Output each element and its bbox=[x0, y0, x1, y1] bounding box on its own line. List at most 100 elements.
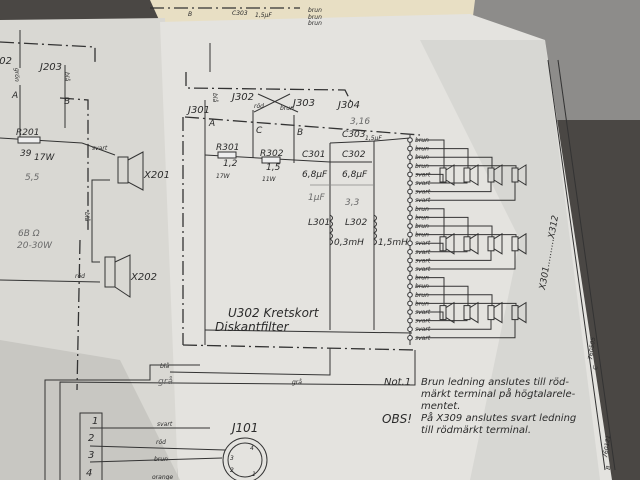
revision-letter: C bbox=[592, 364, 600, 370]
terminal-screw-icon bbox=[407, 335, 413, 341]
terminal-screw-icon bbox=[407, 300, 413, 307]
pin-label: 2 bbox=[88, 433, 94, 444]
c303-label: C303 bbox=[342, 130, 366, 140]
jack-j301-label: J301 bbox=[186, 105, 210, 116]
din-pin: 2 bbox=[230, 467, 234, 474]
revision-letter: B bbox=[605, 465, 613, 470]
wire-label: röd bbox=[156, 439, 166, 446]
l302-value: 1,5mH bbox=[378, 238, 408, 248]
pin-c-label: C bbox=[256, 126, 263, 136]
r201-value: 39 bbox=[20, 149, 32, 159]
revision-date: 760505 bbox=[587, 336, 597, 360]
obs-line: På X309 anslutes svart ledning bbox=[421, 411, 576, 424]
r302-resistor-icon bbox=[261, 156, 281, 164]
speaker-x202-label: X202 bbox=[130, 272, 157, 283]
c302-value: 6,8µF bbox=[342, 170, 368, 180]
pin-a-label: A bbox=[208, 119, 215, 129]
pin-label: 1 bbox=[92, 416, 98, 427]
terminal-screw-icon bbox=[407, 145, 413, 152]
terminal-screw-icon bbox=[407, 292, 413, 298]
handwritten-3-3: 3,3 bbox=[345, 198, 360, 208]
terminal-screw-icon bbox=[407, 257, 413, 264]
top-cap-label: C303 bbox=[232, 10, 248, 17]
wire-label: brun bbox=[154, 456, 168, 463]
top-label: brun bbox=[308, 20, 322, 27]
main-circuit: brunbrunbrunbrunsvartsvartsvartsvartbrun… bbox=[44, 43, 561, 480]
c301-value: 6,8µF bbox=[302, 170, 328, 180]
top-label: brun bbox=[308, 14, 322, 21]
wire-rod-label: röd bbox=[75, 273, 85, 280]
terminal-screw-icon bbox=[407, 180, 413, 186]
terminal-screw-icon bbox=[407, 206, 413, 212]
r301-resistor-icon bbox=[217, 151, 237, 159]
terminal-screw-icon bbox=[407, 223, 413, 229]
revision-date: 760121 bbox=[602, 435, 612, 459]
terminal-screw-icon bbox=[407, 249, 413, 255]
speaker-x202-icon bbox=[104, 254, 131, 298]
wire-label: orange bbox=[152, 474, 173, 480]
note1-label: Not.1 bbox=[384, 377, 411, 388]
pin-b-label: B bbox=[64, 97, 70, 107]
jack-j304-label: J304 bbox=[336, 100, 360, 111]
wire-bla-label: blå bbox=[160, 363, 169, 370]
top-label: brun bbox=[308, 7, 322, 14]
r301-label: R301 bbox=[216, 143, 239, 153]
obs-line: till rödmärkt terminal. bbox=[421, 425, 531, 436]
pin-b-label: B bbox=[297, 128, 303, 138]
board-subtitle: Diskantfilter bbox=[215, 320, 290, 334]
terminal-screw-icon bbox=[407, 283, 413, 290]
handwritten-ohm: 6B Ω bbox=[18, 229, 40, 239]
jack-j302-label: J302 bbox=[230, 92, 254, 103]
top-sheet: B C303 1,5µF brun brun brun bbox=[150, 7, 322, 27]
terminal-screw-icon bbox=[407, 163, 413, 169]
wire-svart-label: svart bbox=[92, 145, 108, 152]
din-pin: 1 bbox=[252, 471, 256, 478]
handwritten-gra-label: grå bbox=[158, 376, 173, 387]
j202-wire-label: grön bbox=[13, 68, 20, 82]
jack-j202-label: J202 bbox=[0, 56, 12, 67]
j101-label: J101 bbox=[230, 421, 258, 435]
j303-wire-label: brun bbox=[280, 105, 294, 112]
r201-label: R201 bbox=[16, 128, 39, 138]
jack-j303-label: J303 bbox=[291, 98, 315, 109]
pin-label: 4 bbox=[86, 468, 92, 479]
c302-label: C302 bbox=[342, 150, 366, 160]
terminal-screw-icon bbox=[407, 188, 413, 195]
connector-j101: 1 2 3 4 svart röd brun orange J101 4 3 2… bbox=[79, 412, 268, 480]
notes: Not.1 Brun ledning anslutes till röd- mä… bbox=[382, 377, 576, 436]
terminal-screw-icon bbox=[407, 309, 413, 315]
handwritten-5-5: 5,5 bbox=[25, 173, 40, 183]
r301-power: 17W bbox=[216, 173, 231, 180]
l302-label: L302 bbox=[345, 218, 367, 228]
note1-line: märkt terminal på högtalarele- bbox=[421, 387, 576, 400]
board-title: U302 Kretskort bbox=[228, 306, 320, 320]
terminal-screw-icon bbox=[407, 154, 413, 160]
j301-wire-label: blå bbox=[211, 93, 218, 102]
wire-gra-label: grå bbox=[292, 379, 302, 386]
din-pin: 3 bbox=[230, 455, 234, 462]
note1-line: Brun ledning anslutes till röd- bbox=[421, 377, 569, 388]
j203-wire-label: blå bbox=[63, 72, 70, 81]
top-cap-value: 1,5µF bbox=[255, 12, 272, 19]
left-circuit: J202 J203 grön blå A B R201 39 17W svart… bbox=[0, 30, 170, 391]
terminal-screw-icon bbox=[407, 274, 413, 281]
din-pin: 4 bbox=[250, 445, 254, 452]
pin-label: 3 bbox=[88, 450, 94, 461]
l301-inductor-icon bbox=[329, 214, 333, 246]
jack-j203-label: J203 bbox=[38, 62, 62, 73]
terminal-screw-icon bbox=[407, 214, 413, 221]
l302-inductor-icon bbox=[373, 214, 377, 246]
r302-label: R302 bbox=[260, 149, 284, 159]
l301-label: L301 bbox=[308, 218, 330, 228]
j302-wire-label: röd bbox=[254, 103, 264, 110]
wire-label: svart bbox=[157, 421, 173, 428]
r302-value: 1,5 bbox=[266, 163, 281, 173]
terminal-screw-icon bbox=[407, 171, 413, 178]
top-pin-label: B bbox=[188, 11, 192, 18]
r302-power: 11W bbox=[262, 176, 277, 183]
terminal-screw-icon bbox=[407, 317, 413, 324]
title-block-border bbox=[547, 59, 606, 471]
note1-line: mentet. bbox=[421, 401, 460, 412]
terminal-screw-icon bbox=[407, 231, 413, 238]
